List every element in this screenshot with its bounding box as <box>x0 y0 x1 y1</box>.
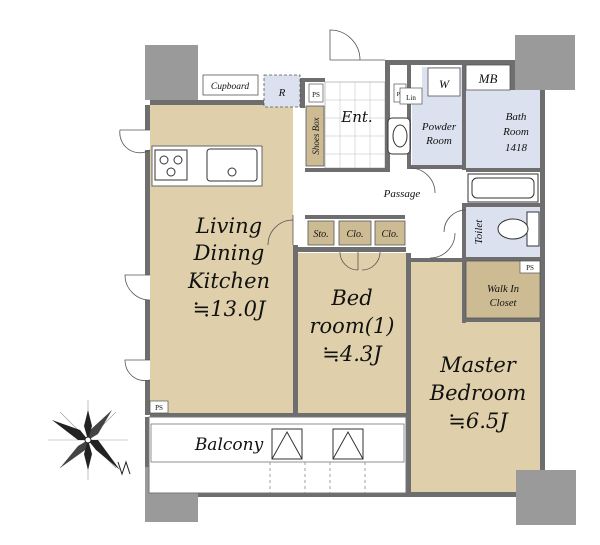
walls <box>145 60 545 497</box>
bedroom1-floor <box>298 253 406 413</box>
walkin-box <box>465 260 541 319</box>
powder-label-2: Room <box>425 135 452 147</box>
balcony-hatch-icon <box>271 428 364 460</box>
closet-a-label: Clo. <box>347 229 364 240</box>
ldk-area: ≒13.0J <box>193 297 267 321</box>
entrance-tiles <box>325 82 385 168</box>
storage-label: Sto. <box>313 229 328 240</box>
master-label-2: Bedroom <box>429 381 527 405</box>
fridge-label: R <box>278 87 286 99</box>
stove-icon <box>154 149 188 181</box>
door-swings <box>119 29 467 381</box>
shoes-box-label: Shoes Box <box>311 117 321 154</box>
bedroom1-label-2: room(1) <box>310 314 395 338</box>
ps-entrance-label: PS <box>312 91 320 99</box>
ldk-label-1: Living <box>195 214 262 238</box>
master-label-1: Master <box>439 353 518 377</box>
closet-b-box <box>374 220 406 246</box>
bath-label-1: Bath <box>506 111 527 123</box>
entrance-label: Ent. <box>340 108 372 126</box>
ldk-label-3: Kitchen <box>187 269 270 293</box>
ps-wic-label: PS <box>526 264 534 272</box>
washbasin-icon <box>387 117 411 155</box>
linen-label: Lin <box>406 94 416 102</box>
bedroom1-label-1: Bed <box>330 286 372 310</box>
mb-box <box>465 64 511 91</box>
north-marker-icon <box>117 460 131 476</box>
bedroom1-area: ≒4.3J <box>322 342 383 366</box>
fridge-box <box>263 74 301 108</box>
bath-label-2: Room <box>502 126 529 138</box>
walkin-label-1: Walk In <box>487 284 519 295</box>
sink-icon <box>206 148 258 182</box>
storage-box <box>307 220 335 246</box>
columns <box>145 35 576 525</box>
powder-floor <box>412 97 462 165</box>
closet-a-box <box>338 220 372 246</box>
master-area: ≒6.5J <box>448 409 509 433</box>
compass-icon <box>48 400 131 480</box>
cupboard-box <box>202 74 259 96</box>
passage-label: Passage <box>383 188 421 200</box>
bathtub-icon <box>467 173 539 203</box>
walkin-label-2: Closet <box>490 298 518 309</box>
ldk-label-2: Dining <box>193 241 265 265</box>
ps-ldk-label: PS <box>155 404 163 412</box>
balcony-dashed-lines <box>269 462 366 493</box>
ps-ldk-box <box>149 400 169 414</box>
toilet-icon <box>497 211 540 247</box>
cupboard-label: Cupboard <box>211 82 249 92</box>
ps-entrance-box <box>308 83 324 103</box>
washer-box <box>427 67 461 97</box>
balcony-label: Balcony <box>194 435 264 455</box>
closet-b-label: Clo. <box>382 229 399 240</box>
ps-wic-box <box>519 260 541 274</box>
powder-label-1: Powder <box>421 121 457 133</box>
washer-label: W <box>439 77 450 91</box>
balcony-area <box>148 416 407 494</box>
bath-label-3: 1418 <box>505 142 528 154</box>
mb-label: MB <box>478 71 498 86</box>
bath-floor <box>466 90 540 168</box>
shoes-box <box>305 105 325 167</box>
toilet-label: Toilet <box>473 219 485 245</box>
balcony-inner-rail <box>150 423 405 463</box>
linen-box <box>399 87 423 105</box>
